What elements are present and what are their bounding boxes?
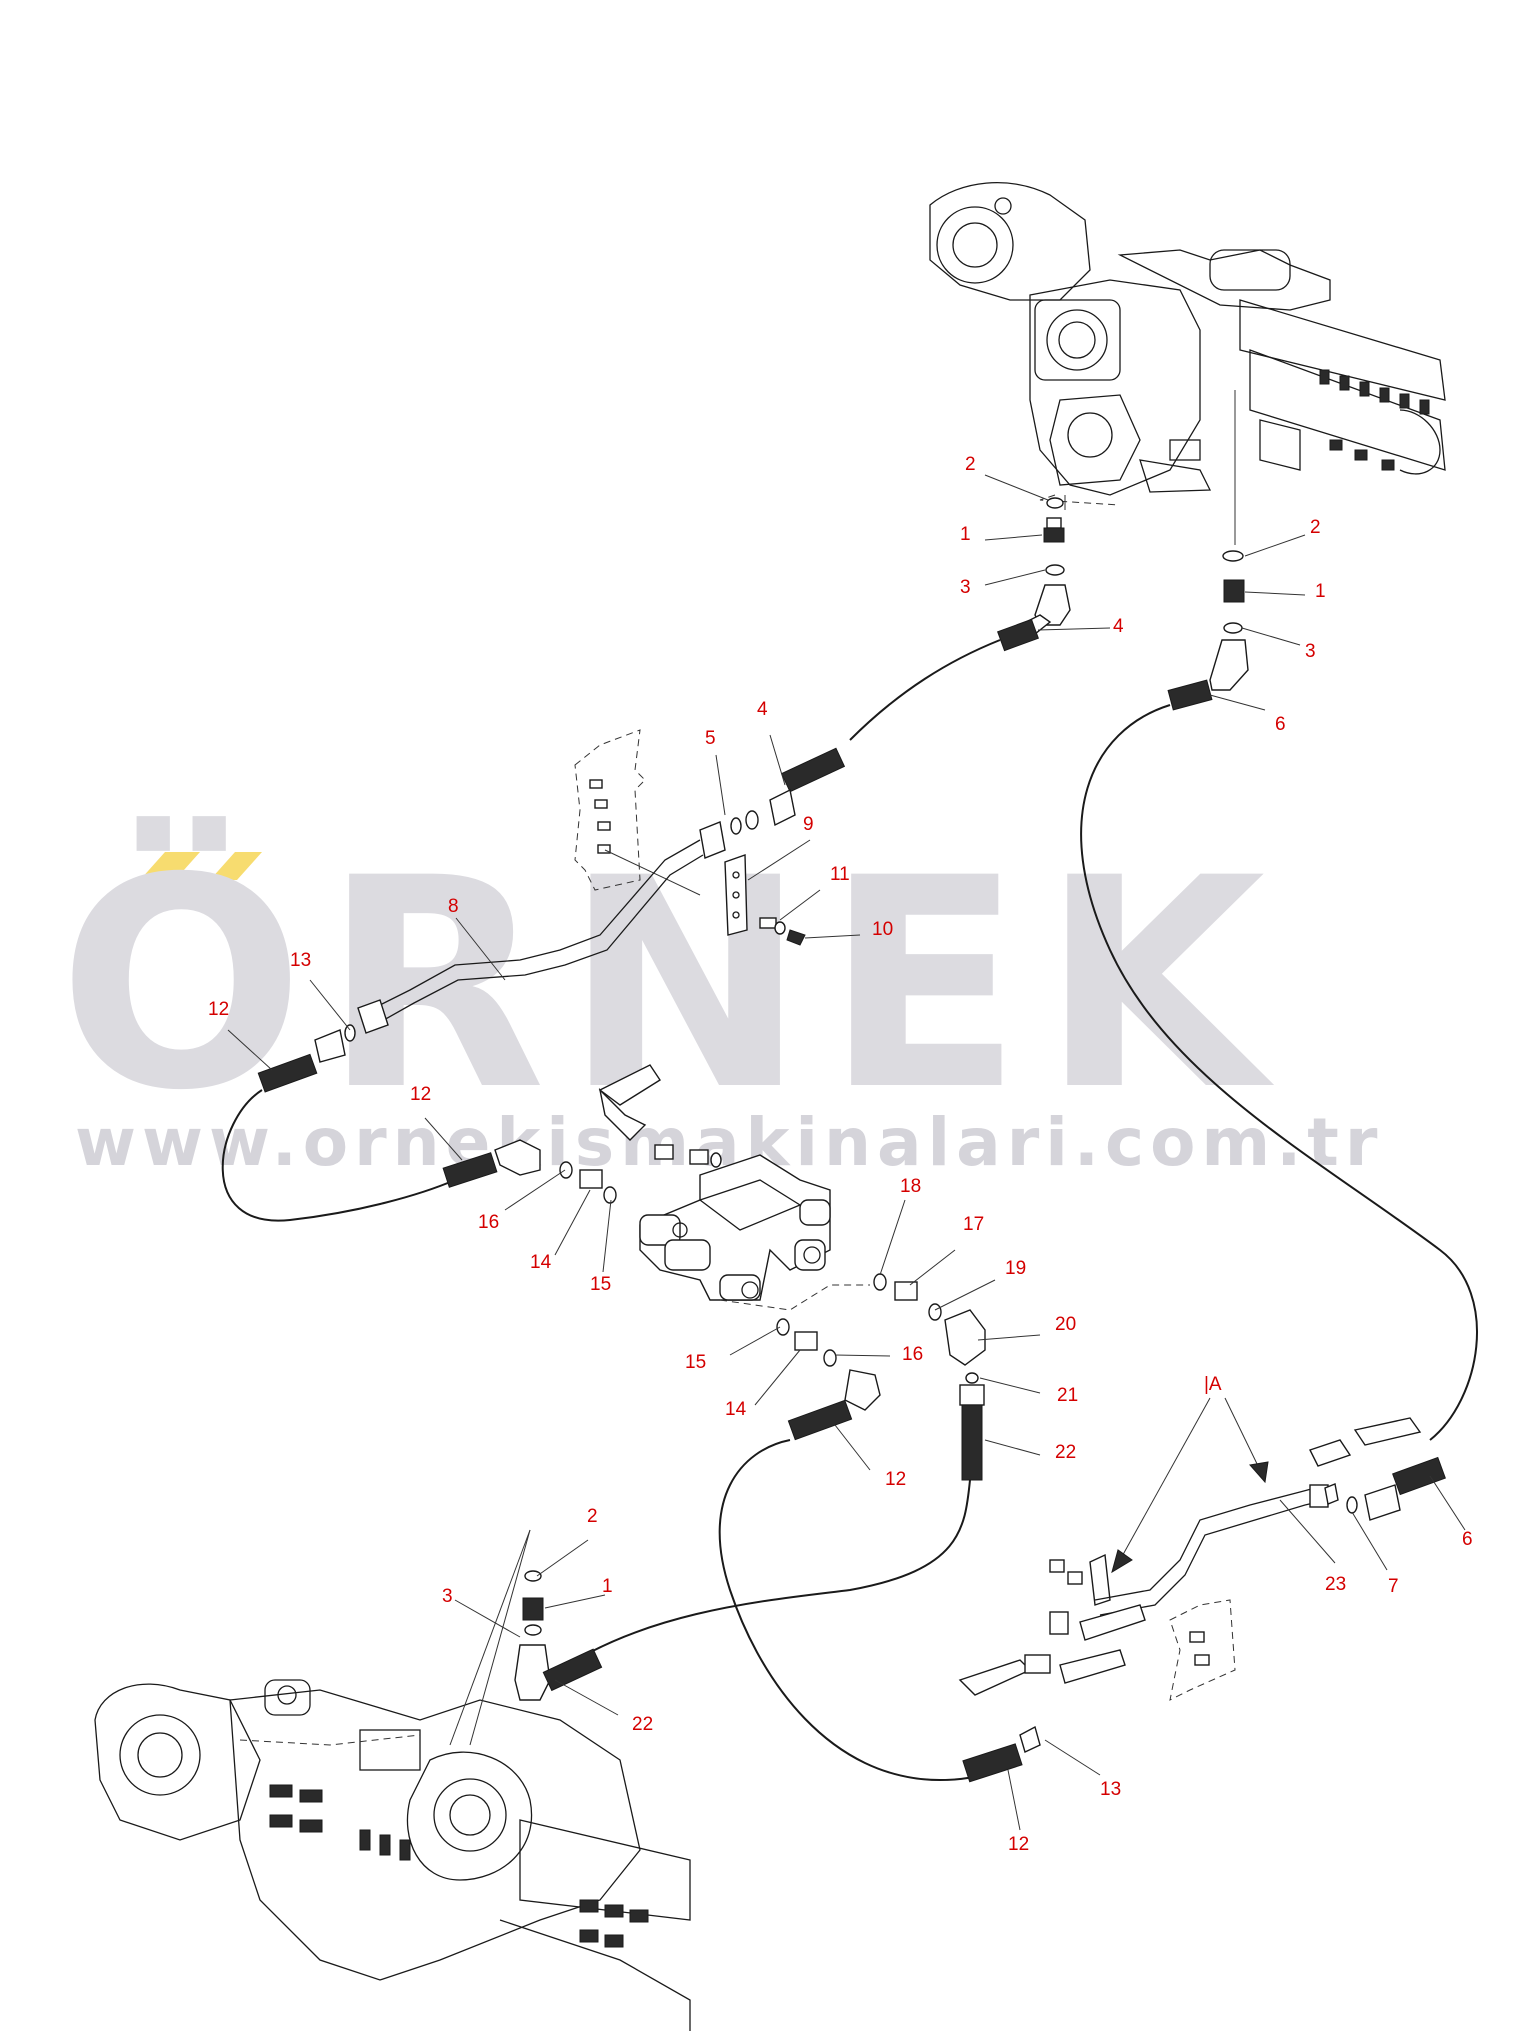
callout-15: 15 — [685, 1352, 706, 1373]
bracket-9 — [724, 854, 806, 946]
callout-3: 3 — [960, 577, 971, 598]
callout-12: 12 — [410, 1084, 431, 1105]
callout-16: 16 — [478, 1212, 499, 1233]
callout-13: 13 — [290, 950, 311, 971]
callout-17: 17 — [963, 1214, 984, 1235]
view-marker-a: |A — [1204, 1374, 1222, 1395]
fitting-stack-upper-right — [1167, 550, 1249, 711]
axle-ribs-top — [1319, 369, 1430, 471]
watermark-accent-left — [140, 852, 200, 880]
callout-18: 18 — [900, 1176, 921, 1197]
callout-10: 10 — [872, 919, 893, 940]
callout-11: 11 — [830, 864, 850, 885]
callout-12: 12 — [885, 1469, 906, 1490]
callout-22: 22 — [1055, 1442, 1076, 1463]
callout-20: 20 — [1055, 1314, 1076, 1335]
fitting-stack-lower-left — [514, 1570, 603, 1701]
callout-7: 7 — [1388, 1576, 1399, 1597]
callout-14: 14 — [530, 1252, 552, 1273]
fitting-chain-right — [559, 1273, 986, 1671]
callout-2: 2 — [965, 454, 976, 475]
callout-14: 14 — [725, 1399, 747, 1420]
valve-block — [598, 1064, 870, 1311]
callout-labels: 2 1 3 4 2 1 3 6 4 5 9 11 10 8 13 12 12 1… — [208, 454, 1473, 1855]
leader-lines — [227, 474, 1466, 1831]
watermark: ÖRNEK www.ornekismakinalari.com.tr — [58, 813, 1377, 1181]
clamp-bracket-left — [574, 729, 701, 896]
hose-6-long — [1080, 704, 1478, 1441]
callout-15: 15 — [590, 1274, 611, 1295]
axle-ribs-bottom — [269, 1784, 649, 1948]
callout-22: 22 — [632, 1714, 653, 1735]
hose-12-left — [221, 1024, 617, 1222]
callout-16: 16 — [902, 1344, 923, 1365]
front-axle-assembly — [94, 1529, 691, 2031]
callout-12: 12 — [208, 999, 229, 1020]
callout-12: 12 — [1008, 1834, 1029, 1855]
callout-2: 2 — [587, 1506, 598, 1527]
callout-9: 9 — [803, 814, 814, 835]
callout-6: 6 — [1275, 714, 1286, 735]
callout-5: 5 — [705, 728, 716, 749]
callout-1: 1 — [960, 524, 971, 545]
callout-3: 3 — [442, 1586, 453, 1607]
callout-1: 1 — [602, 1576, 613, 1597]
callout-4: 4 — [1113, 616, 1124, 637]
callout-2: 2 — [1310, 517, 1321, 538]
callout-1: 1 — [1315, 581, 1326, 602]
callout-6: 6 — [1462, 1529, 1473, 1550]
callout-8: 8 — [448, 896, 459, 917]
detail-view-a — [958, 1397, 1446, 1783]
rear-axle-assembly — [929, 182, 1446, 545]
tube-8 — [357, 839, 704, 1034]
fitting-stack-upper-left — [997, 497, 1071, 652]
callout-4: 4 — [757, 699, 768, 720]
hose-4-assembly — [699, 639, 1001, 859]
callout-3: 3 — [1305, 641, 1316, 662]
fitting-chain-center-lower — [718, 1318, 996, 1782]
watermark-brand: ÖRNEK — [58, 813, 1283, 1154]
callout-23: 23 — [1325, 1574, 1346, 1595]
watermark-accent-right — [210, 852, 262, 880]
callout-13: 13 — [1100, 1779, 1121, 1800]
callout-19: 19 — [1005, 1258, 1026, 1279]
callout-21: 21 — [1057, 1385, 1078, 1406]
